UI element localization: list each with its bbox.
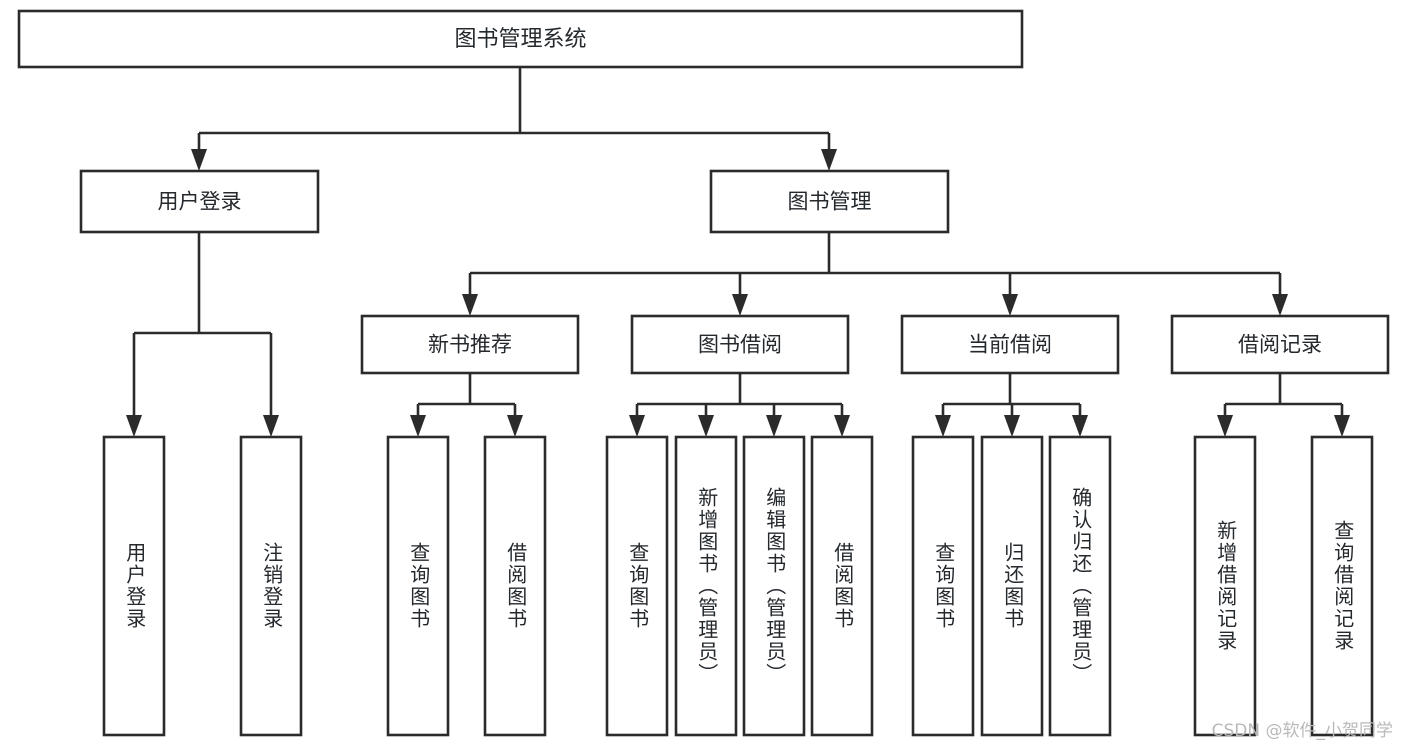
node-box-user-login[interactable] (79, 169, 320, 234)
arrow-head-icon (462, 294, 478, 316)
arrow-head-icon (821, 149, 837, 171)
arrow-head-icon (766, 415, 782, 437)
arrow-head-icon (191, 149, 207, 171)
node-label-book-borrow: 图书借阅 (698, 333, 782, 357)
leaf-box-leaf-edit-book-admin[interactable] (742, 435, 806, 737)
connector-borrow-record-to-leaves (1223, 373, 1344, 417)
leaf-box-leaf-query-book-recommend[interactable] (386, 435, 450, 737)
leaf-box-leaf-confirm-return-admin[interactable] (1048, 435, 1112, 737)
arrow-head-icon (507, 415, 523, 437)
connector-user-login-to-leaves (132, 232, 273, 417)
leaf-box-leaf-add-book-admin[interactable] (674, 435, 738, 737)
arrow-head-icon (126, 415, 142, 437)
node-label-borrow-record: 借阅记录 (1238, 333, 1322, 357)
leaf-box-leaf-user-login[interactable] (102, 435, 166, 737)
leaf-box-leaf-user-logout[interactable] (239, 435, 303, 737)
leaf-box-leaf-query-book-borrow[interactable] (605, 435, 669, 737)
node-label-new-book-recommend: 新书推荐 (428, 333, 512, 357)
arrow-head-icon (1004, 415, 1020, 437)
arrow-head-icon (1272, 294, 1288, 316)
node-label-root: 图书管理系统 (454, 27, 586, 52)
arrow-head-icon (1072, 415, 1088, 437)
arrow-head-icon (263, 415, 279, 437)
node-label-book-management: 图书管理 (788, 190, 872, 214)
connector-current-borrow-to-leaves (941, 373, 1082, 417)
arrow-head-icon (834, 415, 850, 437)
leaf-box-leaf-borrow-book-recommend[interactable] (483, 435, 547, 737)
connector-root-to-level2 (197, 67, 831, 151)
leaf-box-leaf-query-borrow-record[interactable] (1310, 435, 1374, 737)
arrow-head-icon (1002, 294, 1018, 316)
node-box-new-book-recommend[interactable] (360, 314, 580, 375)
node-box-borrow-record[interactable] (1170, 314, 1390, 375)
arrow-head-icon (935, 415, 951, 437)
arrow-head-icon (698, 415, 714, 437)
leaf-box-leaf-return-book[interactable] (980, 435, 1044, 737)
node-box-current-borrow[interactable] (900, 314, 1120, 375)
leaf-box-leaf-borrow-book[interactable] (810, 435, 874, 737)
node-label-user-login: 用户登录 (158, 190, 242, 214)
connector-layer (126, 67, 1350, 437)
arrow-head-icon (1217, 415, 1233, 437)
arrow-head-icon (410, 415, 426, 437)
node-box-book-borrow[interactable] (630, 314, 850, 375)
node-box-book-management[interactable] (709, 169, 950, 234)
connector-new-book-recommend-to-leaves (416, 373, 517, 417)
leaf-box-leaf-query-book-current[interactable] (911, 435, 975, 737)
arrow-head-icon (1334, 415, 1350, 437)
leaf-box-leaf-add-borrow-record[interactable] (1193, 435, 1257, 737)
connector-book-management-to-level3 (468, 232, 1282, 296)
node-box-root[interactable] (17, 9, 1024, 69)
node-label-current-borrow: 当前借阅 (968, 333, 1052, 357)
arrow-head-icon (629, 415, 645, 437)
arrow-head-icon (732, 294, 748, 316)
node-box-layer (17, 9, 1390, 737)
connector-book-borrow-to-leaves (635, 373, 844, 417)
